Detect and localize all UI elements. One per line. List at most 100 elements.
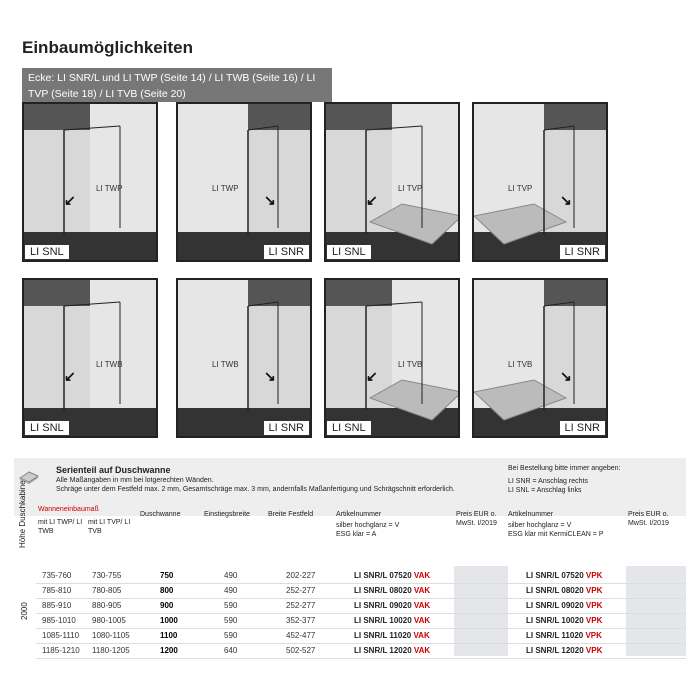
- hinge-badge: LI SNR: [558, 244, 606, 260]
- col-art1-sub2: ESG klar = A: [336, 531, 377, 538]
- shower-diagram: [24, 280, 156, 436]
- col-hoehe: Höhe Duschkabine: [18, 480, 27, 548]
- col-einstieg: Einstiegsbreite: [204, 511, 250, 518]
- cell-dusch: 1100: [160, 631, 178, 640]
- header-note-1: Alle Maßangaben in mm bei lotgerechten W…: [56, 477, 214, 484]
- door-direction-arrow-icon: ↘: [560, 192, 572, 208]
- cell-dusch: 750: [160, 571, 174, 580]
- panel-label: LI TVB: [508, 360, 533, 369]
- cell-art2: LI SNR/L 09020 VPK: [526, 601, 603, 610]
- cell-art1: LI SNR/L 11020 VAK: [354, 631, 430, 640]
- panel-label: LI TWP: [212, 184, 239, 193]
- cell-einstieg: 490: [224, 586, 238, 595]
- col-festfeld: Breite Festfeld: [268, 511, 314, 518]
- cell-art2-suffix: VPK: [585, 586, 603, 595]
- cell-twp: 785-810: [42, 586, 72, 595]
- cell-art2-suffix: VPK: [585, 646, 603, 655]
- cell-art2: LI SNR/L 08020 VPK: [526, 586, 603, 595]
- hinge-badge: LI SNL: [24, 244, 70, 260]
- shower-diagram: [178, 280, 310, 436]
- shower-diagram: [326, 280, 458, 436]
- tile-8: LI TVB ↘ LI SNR: [472, 278, 608, 438]
- cell-art2: LI SNR/L 07520 VPK: [526, 571, 603, 580]
- cell-tvp: 780-805: [92, 586, 122, 595]
- door-direction-arrow-icon: ↘: [264, 192, 276, 208]
- panel-label: LI TVP: [508, 184, 533, 193]
- col-art2-sub1: silber hochglanz = V: [508, 522, 572, 529]
- hinge-badge: LI SNR: [558, 420, 606, 436]
- cell-dusch: 900: [160, 601, 174, 610]
- header-note-2: Schräge unter dem Festfeld max. 2 mm, Ge…: [56, 486, 455, 493]
- cell-art1: LI SNR/L 07520 VAK: [354, 571, 431, 580]
- cell-dusch: 800: [160, 586, 174, 595]
- cell-festfeld: 252-277: [286, 601, 316, 610]
- cell-einstieg: 640: [224, 646, 238, 655]
- door-direction-arrow-icon: ↙: [64, 368, 76, 384]
- col-art2: Artikelnummer: [508, 511, 554, 518]
- cell-art2: LI SNR/L 12020 VPK: [526, 646, 603, 655]
- cell-art1-suffix: VAK: [413, 586, 431, 595]
- shower-diagram: [474, 280, 606, 436]
- col-twp: mit LI TWP/ LI TWB: [38, 519, 83, 535]
- panel-label: LI TVB: [398, 360, 423, 369]
- tile-2: LI TWP ↘ LI SNR: [176, 102, 312, 262]
- col-dusch: Duschwanne: [140, 511, 181, 518]
- cell-dusch: 1200: [160, 646, 178, 655]
- door-direction-arrow-icon: ↙: [366, 192, 378, 208]
- col-wannen: Wanneneinbaumaß: [38, 506, 99, 513]
- cell-twp: 1085-1110: [42, 631, 80, 640]
- price-column-2: [626, 566, 686, 656]
- cell-einstieg: 590: [224, 616, 238, 625]
- table-row: 785-810 780-805 800 490 252-277 LI SNR/L 0802…: [36, 583, 686, 599]
- panel-label: LI TWB: [96, 360, 123, 369]
- cell-art1: LI SNR/L 10020 VAK: [354, 616, 431, 625]
- door-direction-arrow-icon: ↙: [366, 368, 378, 384]
- table-header: Serienteil auf Duschwanne Alle Maßangabe…: [14, 458, 686, 516]
- right-note-2: LI SNR = Anschlag rechts: [508, 478, 588, 485]
- door-direction-arrow-icon: ↘: [264, 368, 276, 384]
- tile-5: LI TWB↙LI SNL: [22, 278, 158, 438]
- price-column-1: [454, 566, 508, 656]
- hinge-badge: LI SNL: [326, 244, 372, 260]
- cell-dusch: 1000: [160, 616, 178, 625]
- tile-1: LI TWP↙LI SNL: [22, 102, 158, 262]
- col-art1-sub1: silber hochglanz = V: [336, 522, 400, 529]
- cell-tvp: 1180-1205: [92, 646, 130, 655]
- shower-tray-icon: [18, 471, 40, 484]
- right-note-3: LI SNL = Anschlag links: [508, 487, 582, 494]
- col-art1: Artikelnummer: [336, 511, 382, 518]
- col-tvp: mit LI TVP/ LI TVB: [88, 519, 131, 535]
- col-art2-sub2: ESG klar mit KermiCLEAN = P: [508, 531, 604, 538]
- page-title: Einbaumöglichkeiten: [22, 38, 193, 57]
- header-title: Serienteil auf Duschwanne: [56, 465, 171, 475]
- cell-art1-suffix: VAK: [413, 571, 431, 580]
- tile-4: LI TVP ↘ LI SNR: [472, 102, 608, 262]
- cell-einstieg: 590: [224, 631, 238, 640]
- cell-festfeld: 202-227: [286, 571, 316, 580]
- cell-festfeld: 252-277: [286, 586, 316, 595]
- cell-art1: LI SNR/L 12020 VAK: [354, 646, 431, 655]
- hinge-badge: LI SNR: [262, 244, 310, 260]
- col-preis1: Preis EUR o. MwSt. I/2019: [456, 511, 497, 527]
- cell-art1-suffix: VAK: [413, 616, 431, 625]
- cell-art1-suffix: VAK: [413, 601, 431, 610]
- door-direction-arrow-icon: ↘: [560, 368, 572, 384]
- height-value: 2000: [20, 602, 29, 620]
- cell-twp: 735-760: [42, 571, 72, 580]
- cell-twp: 985-1010: [42, 616, 76, 625]
- section-band: Ecke: LI SNR/L und LI TWP (Seite 14) / L…: [22, 68, 332, 102]
- cell-festfeld: 352-377: [286, 616, 316, 625]
- shower-diagram: [178, 104, 310, 260]
- cell-art2: LI SNR/L 10020 VPK: [526, 616, 603, 625]
- tile-7: LI TVB ↙ LI SNL: [324, 278, 460, 438]
- cell-twp: 1185-1210: [42, 646, 80, 655]
- cell-art2: LI SNR/L 11020 VPK: [526, 631, 602, 640]
- cell-art1-suffix: VAK: [413, 646, 431, 655]
- cell-twp: 885-910: [42, 601, 72, 610]
- right-note-1: Bei Bestellung bitte immer angeben:: [508, 465, 621, 472]
- hinge-badge: LI SNL: [326, 420, 372, 436]
- cell-art2-suffix: VPK: [585, 616, 603, 625]
